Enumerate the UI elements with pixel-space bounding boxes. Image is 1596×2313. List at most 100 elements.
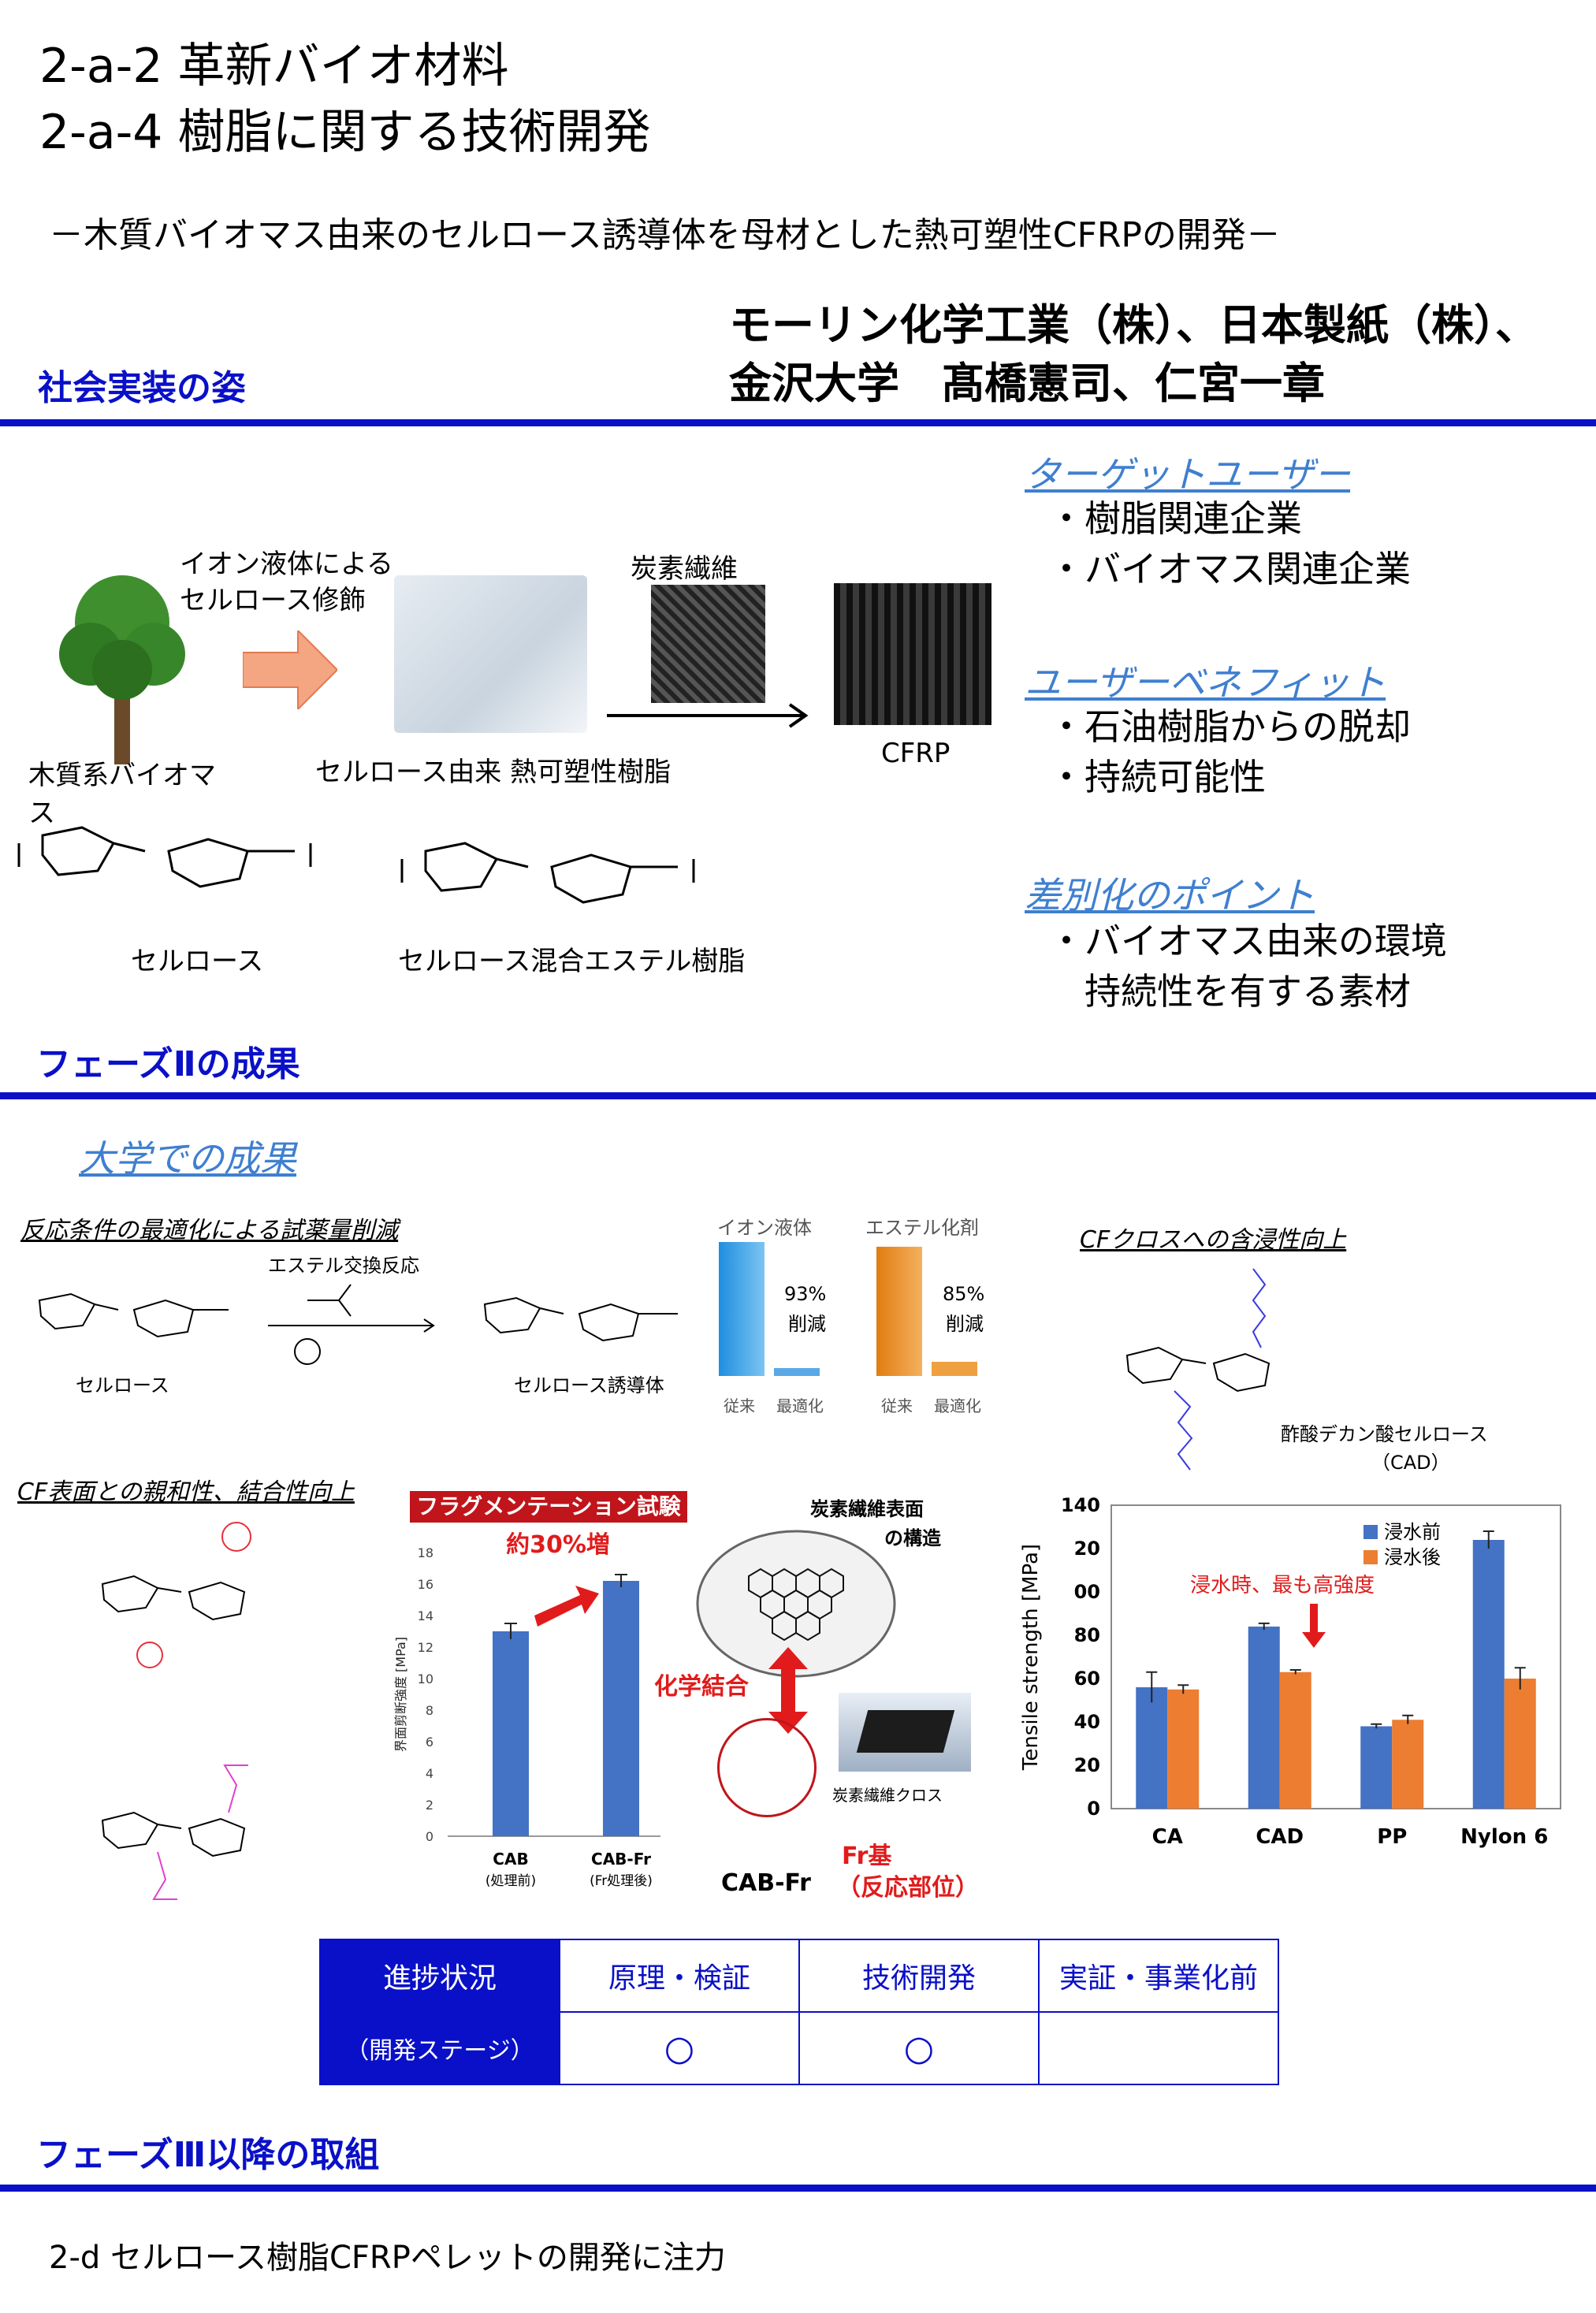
y-tick-label: 140	[1061, 1494, 1100, 1516]
subtitle: －木質バイオマス由来のセルロース誘導体を母材とした熱可塑性CFRPの開発－	[49, 215, 1281, 255]
divider	[0, 419, 1596, 426]
univ-head: 大学での成果	[79, 1137, 296, 1180]
ester-exchange-label: エステル交換反応	[268, 1255, 419, 1277]
cad-label-1: 酢酸デカン酸セルロース	[1281, 1423, 1488, 1445]
y-tick-label: 00	[1074, 1581, 1100, 1603]
x-tick-sublabel: (処理前)	[485, 1873, 536, 1889]
ester-reduce-word: 削減	[946, 1313, 984, 1335]
plot-frame	[1111, 1504, 1561, 1809]
ionic-label-2: セルロース修飾	[180, 585, 366, 616]
bar	[1136, 1687, 1168, 1809]
cf-cloth-head: CFクロスへの含浸性向上	[1080, 1226, 1347, 1254]
ester-optimized-bar	[932, 1362, 977, 1376]
bar	[1392, 1720, 1424, 1809]
ionic-optimized-bar	[774, 1368, 820, 1376]
legend-label: 浸水前	[1384, 1521, 1441, 1543]
cad-structure	[1103, 1261, 1316, 1477]
phase3-text: 2-d セルロース樹脂CFRPペレットの開発に注力	[49, 2240, 726, 2276]
x-tick-label: CAB-Fr	[591, 1850, 651, 1869]
cf-cloth-label: 炭素繊維クロス	[832, 1786, 943, 1805]
cf-surface-head: CF表面との親和性、結合性向上	[17, 1478, 355, 1506]
carbon-fiber-image	[651, 585, 765, 703]
stage-col-development: 技術開発	[798, 1939, 1040, 2013]
bar	[493, 1631, 529, 1836]
y-tick-label: 12	[418, 1640, 433, 1655]
cad-label-2: （CAD）	[1371, 1452, 1450, 1474]
y-tick-label: 18	[418, 1545, 433, 1560]
cf-cloth-image	[839, 1693, 971, 1772]
fr-circle	[717, 1718, 817, 1817]
esterifier-label: エステル化剤	[865, 1217, 979, 1239]
x-tick-label: CA	[1152, 1825, 1183, 1849]
y-tick-label: 60	[1074, 1668, 1100, 1690]
x-tick-label: Nylon 6	[1460, 1825, 1548, 1849]
increase-annotation: 約30%増	[506, 1531, 610, 1559]
graphene-bubble	[694, 1521, 906, 1698]
title-line-1: 2-a-2 革新バイオ材料	[39, 39, 509, 94]
stage-mark-principle: ○	[559, 2011, 800, 2085]
resin-film-image	[394, 575, 587, 733]
y-tick-label: 14	[418, 1608, 433, 1623]
org-line-1: モーリン化学工業（株）、日本製紙（株）、	[729, 300, 1538, 350]
legend-swatch	[1363, 1550, 1378, 1564]
y-tick-label: 80	[1074, 1624, 1100, 1646]
diff-item-2: 持続性を有する素材	[1048, 970, 1411, 1013]
y-tick-label: 40	[1074, 1711, 1100, 1733]
legend-label: 浸水後	[1384, 1546, 1441, 1568]
mixed-ester-label: セルロース混合エステル樹脂	[398, 946, 746, 977]
bar	[1279, 1672, 1311, 1809]
x-tick-label: PP	[1377, 1825, 1407, 1849]
x-tick-label: CAB	[493, 1850, 528, 1869]
ionic-liquid-label: イオン液体	[717, 1217, 812, 1239]
x-tick-label: CAD	[1256, 1825, 1304, 1849]
reaction-arrow-icon	[260, 1277, 441, 1374]
stage-head-2: （開発ステージ）	[319, 2011, 560, 2085]
increase-arrow	[534, 1586, 599, 1627]
y-tick-label: 16	[418, 1577, 433, 1592]
ester-conventional-label: 従来	[881, 1396, 913, 1415]
resin-label: セルロース由来 熱可塑性樹脂	[315, 757, 672, 788]
opt-cellulose-label: セルロース	[76, 1374, 169, 1396]
bar	[1167, 1689, 1200, 1809]
target-item-2: ・バイオマス関連企業	[1048, 548, 1411, 590]
bar	[1248, 1627, 1280, 1809]
opt-head: 反応条件の最適化による試薬量削減	[20, 1217, 399, 1244]
benefit-item-1: ・石油樹脂からの脱却	[1048, 705, 1411, 748]
ester-optimized-label: 最適化	[934, 1396, 981, 1415]
cfrp-label: CFRP	[881, 738, 951, 769]
org-line-2: 金沢大学 髙橋憲司、仁宮一章	[729, 359, 1325, 408]
bar	[1472, 1540, 1505, 1809]
y-tick-label: 10	[418, 1672, 433, 1686]
stage-head-1: 進捗状況	[319, 1939, 560, 2013]
stage-col-principle: 原理・検証	[559, 1939, 800, 2013]
y-tick-label: 20	[1074, 1754, 1100, 1776]
strength-annotation: 浸水時、最も高強度	[1190, 1574, 1375, 1597]
stage-col-demonstration: 実証・事業化前	[1038, 1939, 1279, 2013]
frag-title: フラグメンテーション試験	[410, 1491, 687, 1523]
annotation-arrow	[1302, 1604, 1326, 1648]
biomass-label-2: ス	[28, 798, 55, 829]
ionic-label-1: イオン液体による	[180, 549, 393, 580]
y-tick-label: 4	[426, 1766, 433, 1781]
cf-surface-label-1: 炭素繊維表面	[810, 1498, 924, 1520]
derivative-structure	[461, 1269, 698, 1367]
stage-mark-development: ○	[798, 2011, 1040, 2085]
cellulose-label: セルロース	[131, 946, 264, 977]
fr-group-label-2: （反応部位）	[837, 1874, 979, 1902]
carbon-fiber-label: 炭素繊維	[631, 553, 738, 585]
bar	[1504, 1679, 1536, 1809]
stage-mark-empty	[1038, 2011, 1279, 2085]
x-tick-sublabel: (Fr処理後)	[590, 1873, 653, 1889]
section-social: 社会実装の姿	[38, 368, 246, 408]
y-tick-label: 20	[1074, 1538, 1100, 1560]
stage-table: 進捗状況 原理・検証 技術開発 実証・事業化前 （開発ステージ） ○ ○	[319, 1939, 1279, 2085]
cf-surface-label-2: の構造	[884, 1527, 941, 1549]
ionic-reduce-word: 削減	[788, 1313, 826, 1335]
bar	[603, 1581, 639, 1836]
tree-image	[55, 567, 189, 764]
y-axis-label: Tensile strength [MPa]	[1019, 1544, 1043, 1771]
process-arrow-icon	[607, 700, 812, 734]
y-tick-label: 8	[426, 1703, 433, 1718]
